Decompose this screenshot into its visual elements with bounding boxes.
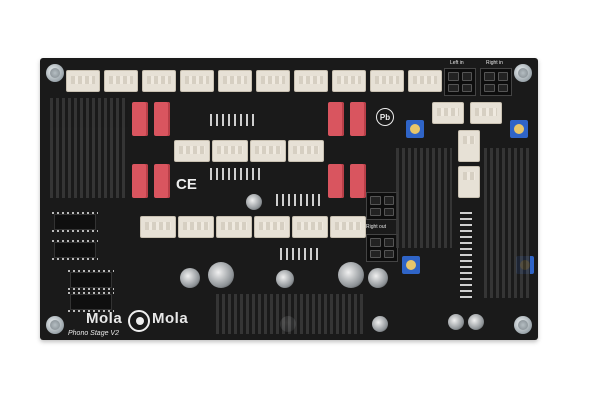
relay <box>216 216 252 238</box>
film-capacitor <box>328 164 344 198</box>
mounting-screw-top-right <box>514 64 532 82</box>
smd-component-area <box>484 148 530 298</box>
trimmer-pot <box>406 120 424 138</box>
left-in-connector <box>444 68 476 96</box>
pin-header <box>210 168 262 180</box>
trimmer-pot <box>402 256 420 274</box>
right-out-label: Right out <box>366 224 387 230</box>
electrolytic-capacitor <box>180 268 200 288</box>
relay <box>178 216 214 238</box>
relay <box>250 140 286 162</box>
connector-top-3 <box>142 70 176 92</box>
mounting-screw-bottom-right <box>514 316 532 334</box>
smd-component-area <box>50 98 128 198</box>
pin-header <box>460 208 472 298</box>
ic-chip <box>68 292 114 312</box>
ic-chip <box>52 212 98 232</box>
film-capacitor <box>154 102 170 136</box>
film-capacitor <box>132 102 148 136</box>
electrolytic-capacitor <box>372 316 388 332</box>
film-capacitor <box>154 164 170 198</box>
relay <box>140 216 176 238</box>
ic-chip <box>52 240 98 260</box>
pin-header <box>276 194 324 206</box>
electrolytic-capacitor <box>246 194 262 210</box>
relay <box>174 140 210 162</box>
relay <box>330 216 366 238</box>
relay <box>458 166 480 198</box>
film-capacitor <box>350 164 366 198</box>
relay <box>470 102 502 124</box>
smd-component-area <box>216 294 366 334</box>
connector-top-5 <box>218 70 252 92</box>
film-capacitor <box>350 102 366 136</box>
product-name: Phono Stage V2 <box>68 330 119 337</box>
pcb-board: Left in Right in Right out <box>40 58 538 340</box>
pin-header <box>210 114 258 126</box>
right-in-label: Right in <box>486 60 503 66</box>
connector-top-6 <box>256 70 290 92</box>
connector-top-9 <box>370 70 404 92</box>
relay <box>458 130 480 162</box>
connector-top-4 <box>180 70 214 92</box>
relay <box>288 140 324 162</box>
output-connector-2 <box>366 234 398 262</box>
left-in-label: Left in <box>450 60 464 66</box>
right-in-connector <box>480 68 512 96</box>
electrolytic-capacitor <box>208 262 234 288</box>
film-capacitor <box>132 164 148 198</box>
ce-mark: CE <box>176 176 197 193</box>
relay <box>212 140 248 162</box>
electrolytic-capacitor <box>368 268 388 288</box>
relay <box>432 102 464 124</box>
trimmer-pot <box>510 120 528 138</box>
connector-top-7 <box>294 70 328 92</box>
lead-free-icon: Pb <box>376 108 394 126</box>
mounting-screw-top-left <box>46 64 64 82</box>
relay <box>292 216 328 238</box>
electrolytic-capacitor <box>448 314 464 330</box>
connector-top-10 <box>408 70 442 92</box>
smd-component-area <box>396 148 452 248</box>
relay <box>254 216 290 238</box>
connector-top-2 <box>104 70 138 92</box>
mounting-screw-bottom-left <box>46 316 64 334</box>
electrolytic-capacitor <box>276 270 294 288</box>
brand-right: Mola <box>152 310 189 327</box>
output-connector-1 <box>366 192 398 220</box>
pin-header <box>280 248 320 260</box>
electrolytic-capacitor <box>468 314 484 330</box>
film-capacitor <box>328 102 344 136</box>
connector-top-1 <box>66 70 100 92</box>
connector-top-8 <box>332 70 366 92</box>
electrolytic-capacitor <box>338 262 364 288</box>
mola-logo-icon <box>128 310 150 332</box>
brand-left: Mola <box>86 310 123 327</box>
ic-chip <box>68 270 114 290</box>
